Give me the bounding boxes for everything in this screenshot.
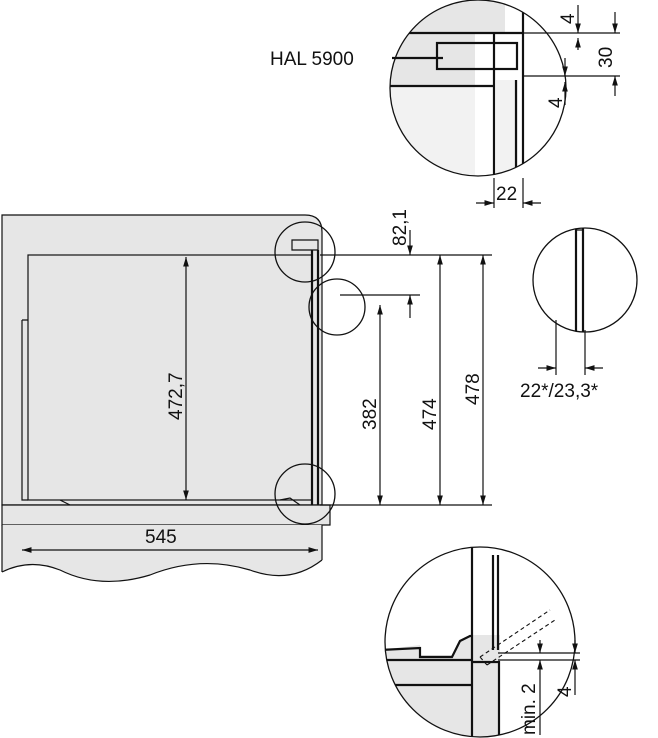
detail-bottom-gap: min. 2 4 (384, 546, 580, 738)
dimension-382: 382 (360, 305, 383, 505)
dimension-inner-height: 472,7 (166, 257, 189, 500)
detail-marker-bottom (274, 463, 336, 525)
label-382: 382 (360, 398, 381, 430)
label-min-gap: min. 2 (519, 683, 540, 735)
label-top-offset: 82,1 (390, 209, 411, 246)
label-door-depth: 22*/23,3* (520, 381, 599, 402)
dimension-top-offset: 82,1 (390, 209, 413, 318)
detail-marker-top (274, 221, 336, 283)
label-handle-height: 30 (596, 47, 617, 68)
label-gap-upper: 4 (558, 13, 579, 24)
label-model: HAL 5900 (270, 49, 354, 70)
dimension-478: 478 (463, 255, 486, 505)
detail-door-depth: 22*/23,3* (520, 227, 638, 402)
label-bottom-gap: 4 (555, 686, 576, 697)
label-gap-lower: 4 (546, 97, 567, 108)
label-handle-depth: 22 (496, 184, 517, 205)
dimension-474: 474 (420, 255, 443, 505)
detail-marker-door (308, 278, 366, 336)
label-478: 478 (463, 373, 484, 405)
label-474: 474 (420, 398, 441, 430)
detail-top-handle: HAL 5900 4 30 4 22 (270, 0, 620, 208)
dimension-inner-width: 545 (22, 527, 318, 553)
label-inner-width: 545 (145, 527, 177, 548)
cabinet-section (1, 214, 366, 582)
label-inner-height: 472,7 (166, 372, 187, 420)
extension-lines (320, 254, 492, 506)
